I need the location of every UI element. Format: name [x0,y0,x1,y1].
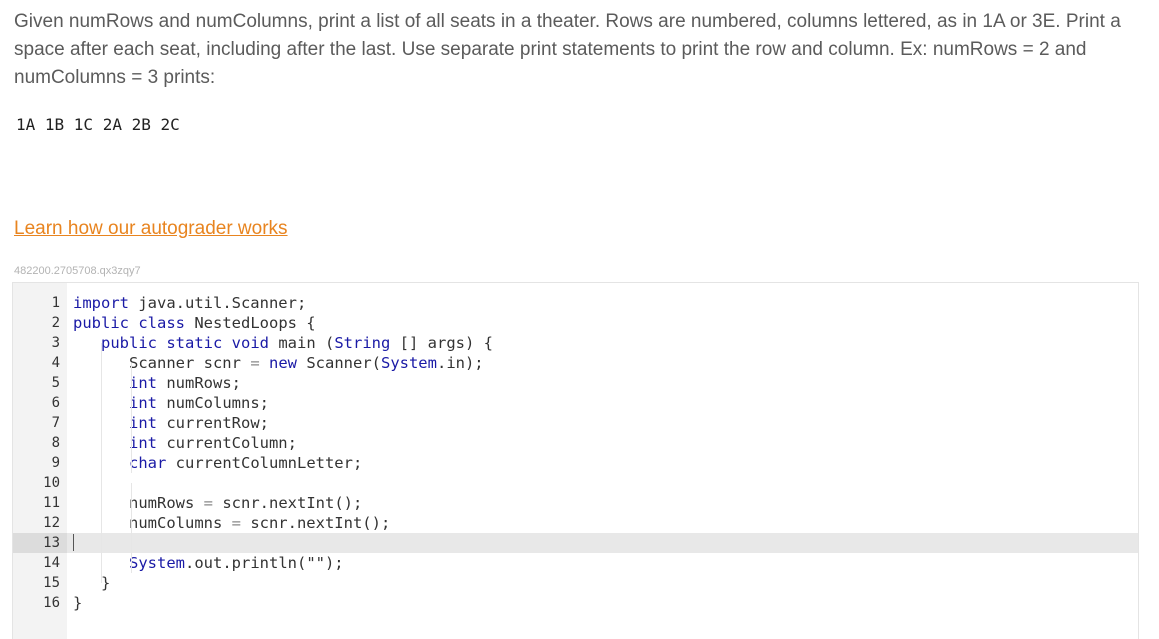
line-number: 14 [43,555,60,571]
code-line[interactable]: 3 public static void main (String [] arg… [13,333,1138,353]
code-token: numRows [73,494,204,512]
code-token: currentColumnLetter; [175,454,363,472]
line-number: 9 [51,455,60,471]
code-token: public [73,314,139,332]
code-token: numColumns; [166,394,269,412]
autograder-help-link[interactable]: Learn how our autograder works [14,218,288,239]
code-token: [] args) { [390,334,493,352]
code-token: } [73,594,83,612]
line-code[interactable]: import java.util.Scanner; [73,293,306,313]
line-code[interactable]: public static void main (String [] args)… [73,333,493,353]
code-token: main ( [278,334,335,352]
indent-guide [131,483,132,573]
code-line[interactable]: 7 int currentRow; [13,413,1138,433]
code-token: java.util.Scanner; [138,294,307,312]
code-area[interactable]: 1 import java.util.Scanner; 2 public class … [13,293,1138,613]
code-token: .out.println(""); [185,554,344,572]
code-line[interactable]: 5 int numRows; [13,373,1138,393]
code-line[interactable]: 4 Scanner scnr = new Scanner(System.in); [13,353,1138,373]
line-number: 15 [43,575,60,591]
code-token: scnr.nextInt(); [213,494,363,512]
code-editor[interactable]: 1 import java.util.Scanner; 2 public class … [12,282,1139,639]
line-number: 6 [51,395,60,411]
example-output: 1A 1B 1C 2A 2B 2C [16,115,180,134]
line-code[interactable]: Scanner scnr = new Scanner(System.in); [73,353,484,373]
line-number: 7 [51,415,60,431]
code-line[interactable]: 13 [13,533,1138,553]
code-token: char [129,454,176,472]
line-number: 5 [51,375,60,391]
code-token: .in); [436,354,484,372]
code-token: currentColumn; [166,434,297,452]
line-code[interactable]: int currentRow; [73,413,269,433]
code-token: } [73,574,111,592]
line-number: 8 [51,435,60,451]
indent-guide [131,363,132,473]
code-token: System [380,354,437,372]
indent-guide [101,343,102,583]
code-token: = [250,354,260,372]
code-token: scnr.nextInt(); [240,514,391,532]
code-token: System [129,554,185,572]
line-number: 1 [51,295,60,311]
code-line[interactable]: 8 int currentColumn; [13,433,1138,453]
line-code[interactable]: } [73,593,82,613]
line-code[interactable]: System.out.println(""); [73,553,344,573]
code-line[interactable]: 16} [13,593,1138,613]
code-token [73,334,101,352]
code-token: = [203,494,213,512]
line-code[interactable]: int numRows; [73,373,241,393]
problem-description: Given numRows and numColumns, print a li… [14,11,1121,88]
line-number: 13 [13,533,67,553]
code-token: static [166,334,232,352]
code-line[interactable]: 15 } [13,573,1138,593]
code-token: public [101,334,167,352]
line-code[interactable]: int numColumns; [73,393,269,413]
line-code[interactable]: numColumns = scnr.nextInt(); [73,513,390,533]
code-token: numColumns [73,514,232,532]
line-number: 12 [43,515,60,531]
line-code[interactable]: int currentColumn; [73,433,297,453]
code-line[interactable]: 12 numColumns = scnr.nextInt(); [13,513,1138,533]
code-line[interactable]: 10 [13,473,1138,493]
code-line[interactable]: 1 import java.util.Scanner; [13,293,1138,313]
code-token: new [269,354,307,372]
code-token: int [129,394,167,412]
code-token: String [334,334,391,352]
code-token: Scanner scnr [73,354,251,372]
code-token: import [73,294,139,312]
line-code[interactable]: numRows = scnr.nextInt(); [73,493,362,513]
line-number: 16 [43,595,60,611]
code-token: int [129,414,167,432]
line-code[interactable]: char currentColumnLetter; [73,453,362,473]
code-token: currentRow; [166,414,269,432]
line-number: 4 [51,355,60,371]
code-token: int [129,374,167,392]
line-number: 10 [43,475,60,491]
code-line[interactable]: 6 int numColumns; [13,393,1138,413]
code-line[interactable]: 11 numRows = scnr.nextInt(); [13,493,1138,513]
code-line[interactable]: 9 char currentColumnLetter; [13,453,1138,473]
code-line[interactable]: 14 System.out.println(""); [13,553,1138,573]
code-token: = [231,514,241,532]
code-token: class [138,314,195,332]
code-token: void [231,334,279,352]
challenge-id: 482200.2705708.qx3zqy7 [14,265,141,277]
code-token [260,354,269,372]
line-number-gutter [13,283,67,639]
line-code[interactable]: } [73,573,110,593]
line-number: 3 [51,335,60,351]
line-code[interactable]: public class NestedLoops { [73,313,316,333]
code-token: numRows; [166,374,241,392]
line-code[interactable] [73,533,74,553]
text-cursor [73,534,74,551]
code-line[interactable]: 2 public class NestedLoops { [13,313,1138,333]
line-number: 2 [51,315,60,331]
code-token: Scanner( [306,354,381,372]
code-token: int [129,434,167,452]
line-number: 11 [43,495,60,511]
code-token: NestedLoops { [194,314,316,332]
